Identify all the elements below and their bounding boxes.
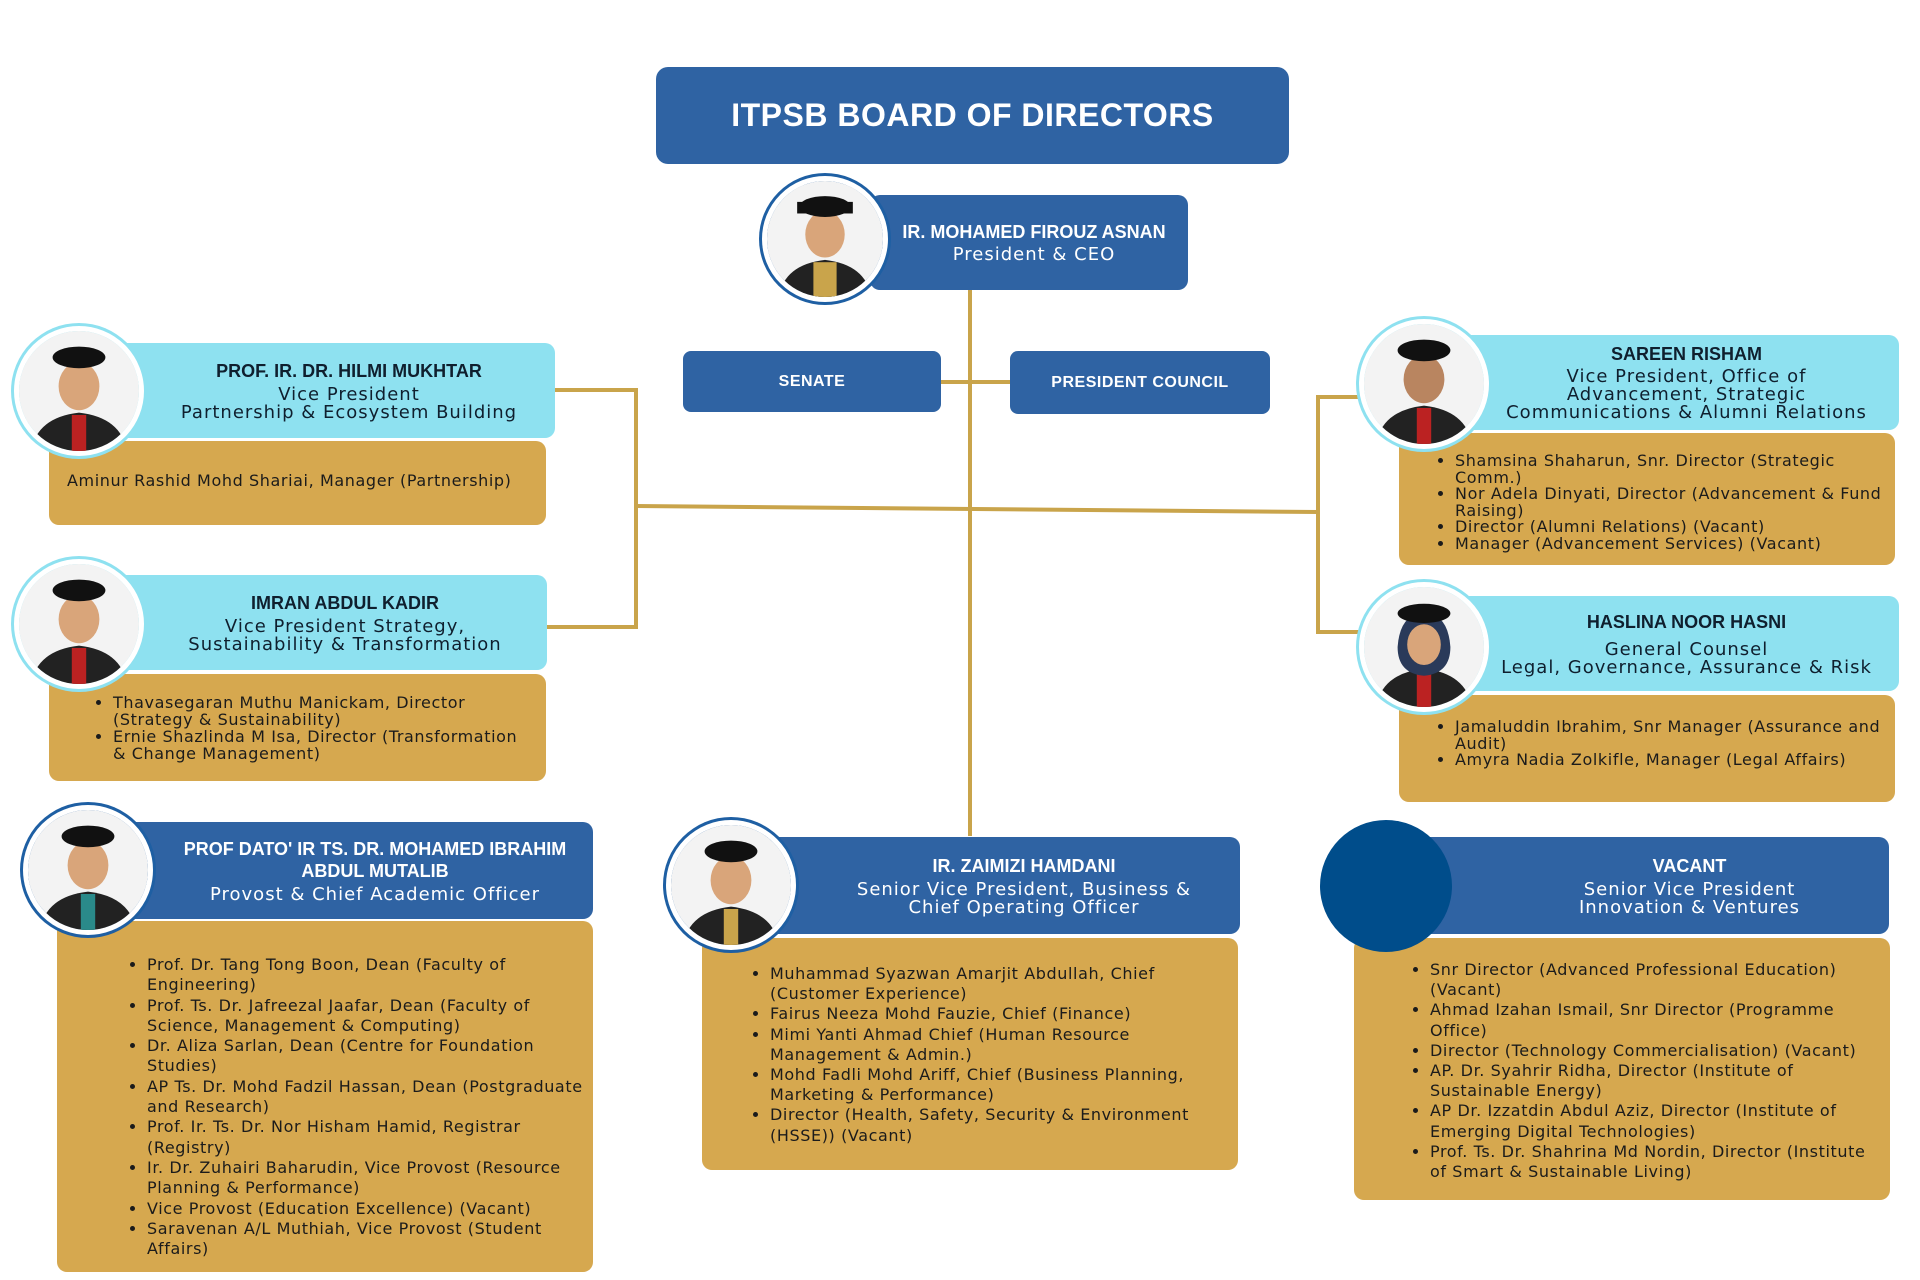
- person-photo-icon: [671, 825, 791, 945]
- president-avatar: [762, 176, 888, 302]
- sareen-staff-box: Shamsina Shaharun, Snr. Director (Strate…: [1399, 433, 1895, 565]
- sareen-card: SAREEN RISHAM Vice President, Office of …: [1444, 335, 1899, 430]
- staff-item: Thavasegaran Muthu Manickam, Director (S…: [113, 694, 536, 728]
- person-title-line: Chief Operating Officer: [908, 896, 1140, 918]
- person-title-line: Advancement, Strategic: [1566, 384, 1807, 405]
- person-title-line: Communications & Alumni Relations: [1506, 402, 1867, 423]
- person-name: IR. MOHAMED FIROUZ ASNAN: [902, 222, 1166, 242]
- staff-item: Ir. Dr. Zuhairi Baharudin, Vice Provost …: [147, 1158, 583, 1199]
- haslina-staff-box: Jamaluddin Ibrahim, Snr Manager (Assuran…: [1399, 695, 1895, 802]
- person-title: President & CEO: [952, 244, 1116, 265]
- person-title-line: Vice President, Office of: [1566, 366, 1807, 387]
- staff-item: Prof. Ir. Ts. Dr. Nor Hisham Hamid, Regi…: [147, 1117, 583, 1158]
- staff-item: Dr. Aliza Sarlan, Dean (Centre for Found…: [147, 1036, 583, 1077]
- staff-item: Aminur Rashid Mohd Shariai, Manager (Par…: [67, 471, 512, 490]
- haslina-card: HASLINA NOOR HASNI General Counsel Legal…: [1444, 596, 1899, 691]
- staff-item: Nor Adela Dinyati, Director (Advancement…: [1455, 485, 1885, 519]
- staff-item: Jamaluddin Ibrahim, Snr Manager (Assuran…: [1455, 718, 1885, 752]
- staff-item: Mimi Yanti Ahmad Chief (Human Resource M…: [770, 1025, 1224, 1065]
- hilmi-card: PROF. IR. DR. HILMI MUKHTAR Vice Preside…: [113, 343, 555, 438]
- senate-box: SENATE: [683, 351, 941, 412]
- staff-list: Muhammad Syazwan Amarjit Abdullah, Chief…: [744, 964, 1224, 1146]
- ibrahim-avatar: [23, 805, 153, 935]
- staff-item: Ernie Shazlinda M Isa, Director (Transfo…: [113, 728, 536, 762]
- staff-list: Jamaluddin Ibrahim, Snr Manager (Assuran…: [1429, 718, 1885, 769]
- hilmi-avatar: [14, 326, 144, 456]
- person-photo-icon: [767, 181, 883, 297]
- person-title-line: Legal, Governance, Assurance & Risk: [1501, 656, 1872, 678]
- ibrahim-staff-box: Prof. Dr. Tang Tong Boon, Dean (Faculty …: [57, 921, 593, 1272]
- staff-item: Manager (Advancement Services) (Vacant): [1455, 535, 1885, 553]
- imran-staff-box: Thavasegaran Muthu Manickam, Director (S…: [49, 674, 546, 781]
- staff-list: Snr Director (Advanced Professional Educ…: [1404, 960, 1880, 1182]
- person-name: PROF DATO' IR TS. DR. MOHAMED IBRAHIM AB…: [183, 838, 567, 881]
- staff-list: Shamsina Shaharun, Snr. Director (Strate…: [1429, 452, 1885, 553]
- staff-item: Snr Director (Advanced Professional Educ…: [1430, 960, 1880, 1000]
- board-title: ITPSB BOARD OF DIRECTORS: [656, 67, 1289, 164]
- person-title-line: Partnership & Ecosystem Building: [180, 401, 518, 423]
- staff-item: AP Ts. Dr. Mohd Fadzil Hassan, Dean (Pos…: [147, 1077, 583, 1118]
- staff-item: Amyra Nadia Zolkifle, Manager (Legal Aff…: [1455, 751, 1885, 769]
- person-title-line: Senior Vice President, Business &: [856, 878, 1192, 900]
- president-council-box: PRESIDENT COUNCIL: [1010, 351, 1270, 414]
- staff-item: Mohd Fadli Mohd Ariff, Chief (Business P…: [770, 1065, 1224, 1105]
- staff-item: AP Dr. Izzatdin Abdul Aziz, Director (In…: [1430, 1101, 1880, 1141]
- person-name: IR. ZAIMIZI HAMDANI: [932, 855, 1116, 876]
- connector-left-bracket: [545, 388, 638, 629]
- person-name: PROF. IR. DR. HILMI MUKHTAR: [216, 360, 482, 381]
- person-title-line: Senior Vice President: [1583, 878, 1796, 900]
- person-photo-icon: [1364, 587, 1484, 707]
- staff-item: Saravenan A/L Muthiah, Vice Provost (Stu…: [147, 1219, 583, 1260]
- connector-horizontal-main: [634, 504, 1319, 514]
- staff-item: Prof. Ts. Dr. Shahrina Md Nordin, Direct…: [1430, 1142, 1880, 1182]
- staff-item: Prof. Ts. Dr. Jafreezal Jaafar, Dean (Fa…: [147, 996, 583, 1037]
- person-title-line: General Counsel: [1604, 638, 1769, 660]
- staff-item: Fairus Neeza Mohd Fauzie, Chief (Finance…: [770, 1004, 1224, 1024]
- person-name: HASLINA NOOR HASNI: [1586, 611, 1787, 632]
- staff-item: AP. Dr. Syahrir Ridha, Director (Institu…: [1430, 1061, 1880, 1101]
- imran-avatar: [14, 559, 144, 689]
- person-title: Provost & Chief Academic Officer: [209, 883, 541, 905]
- hilmi-staff-box: Aminur Rashid Mohd Shariai, Manager (Par…: [49, 441, 546, 525]
- president-card: IR. MOHAMED FIROUZ ASNAN President & CEO: [870, 195, 1188, 290]
- person-title-line: Innovation & Ventures: [1578, 896, 1801, 918]
- staff-item: Vice Provost (Education Excellence) (Vac…: [147, 1199, 583, 1219]
- staff-list: Thavasegaran Muthu Manickam, Director (S…: [87, 694, 536, 762]
- staff-item: Director (Alumni Relations) (Vacant): [1455, 518, 1885, 536]
- vacant-avatar-placeholder: [1320, 820, 1452, 952]
- person-title-line: Vice President: [278, 383, 420, 405]
- staff-item: Director (Technology Commercialisation) …: [1430, 1041, 1880, 1061]
- person-photo-icon: [19, 564, 139, 684]
- zaimizi-avatar: [666, 820, 796, 950]
- imran-card: IMRAN ABDUL KADIR Vice President Strateg…: [113, 575, 547, 670]
- person-photo-icon: [1364, 324, 1484, 444]
- person-name: SAREEN RISHAM: [1610, 344, 1762, 364]
- staff-item: Shamsina Shaharun, Snr. Director (Strate…: [1455, 452, 1885, 486]
- haslina-avatar: [1359, 582, 1489, 712]
- vacant-staff-box: Snr Director (Advanced Professional Educ…: [1354, 938, 1890, 1200]
- vacant-card: VACANT Senior Vice President Innovation …: [1410, 837, 1889, 934]
- connector-right-bracket: [1316, 395, 1365, 634]
- staff-item: Director (Health, Safety, Security & Env…: [770, 1105, 1224, 1145]
- staff-item: Ahmad Izahan Ismail, Snr Director (Progr…: [1430, 1000, 1880, 1040]
- person-photo-icon: [28, 810, 148, 930]
- person-title-line: Vice President Strategy,: [224, 615, 466, 637]
- sareen-avatar: [1359, 319, 1489, 449]
- zaimizi-card: IR. ZAIMIZI HAMDANI Senior Vice Presiden…: [768, 837, 1240, 934]
- staff-list: Prof. Dr. Tang Tong Boon, Dean (Faculty …: [121, 955, 583, 1259]
- person-title-line: Sustainability & Transformation: [188, 633, 502, 655]
- ibrahim-card: PROF DATO' IR TS. DR. MOHAMED IBRAHIM AB…: [117, 822, 593, 919]
- person-name: VACANT: [1652, 855, 1727, 876]
- person-photo-icon: [19, 331, 139, 451]
- staff-item: Prof. Dr. Tang Tong Boon, Dean (Faculty …: [147, 955, 583, 996]
- staff-item: Muhammad Syazwan Amarjit Abdullah, Chief…: [770, 964, 1224, 1004]
- person-name: IMRAN ABDUL KADIR: [251, 592, 439, 613]
- zaimizi-staff-box: Muhammad Syazwan Amarjit Abdullah, Chief…: [702, 938, 1238, 1170]
